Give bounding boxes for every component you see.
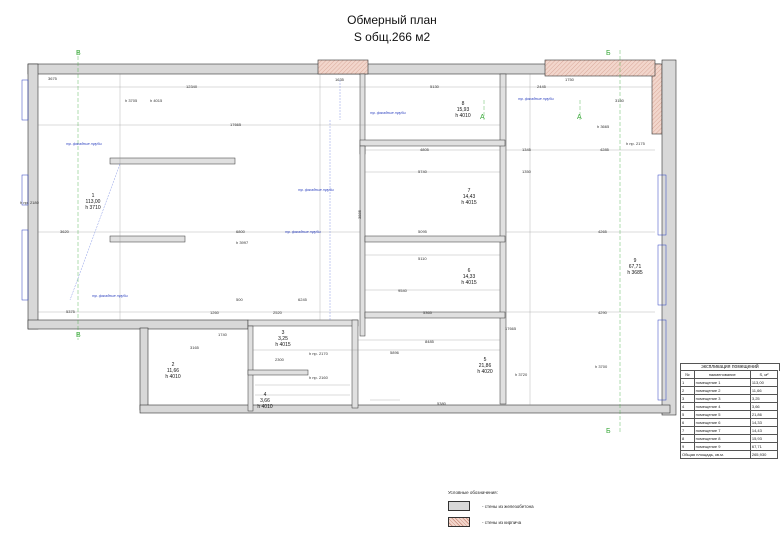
axis-label-mid: А: [480, 114, 485, 121]
dim-text: 5380: [437, 401, 446, 406]
dim-text: 1740: [218, 332, 227, 337]
dim-text: 4290: [598, 310, 607, 315]
dim-text: 9540: [398, 288, 407, 293]
dim-text: h 3720: [515, 372, 528, 377]
dim-text: 4805: [420, 147, 429, 152]
outer-walls: [27, 59, 677, 416]
stair-hatch: [255, 384, 400, 401]
dim-text: 2445: [537, 84, 546, 89]
dim-text: h 4015: [150, 98, 163, 103]
dim-text: 17665: [230, 122, 242, 127]
axis-label-top-left: В: [76, 50, 81, 57]
pipe-lines: [69, 80, 341, 320]
dim-text: 3885: [356, 210, 362, 219]
dim-text: 3150: [615, 98, 624, 103]
dim-text: 2300: [275, 357, 284, 362]
legend-item-concrete: - стены из железобетона: [448, 501, 534, 511]
pipe-note: тр. фасадные трубы: [298, 188, 334, 192]
axis-label-top-right: Б: [606, 50, 611, 57]
legend-item-brick: - стены из кирпича: [448, 517, 534, 527]
axis-label-bottom-right: Б: [606, 428, 611, 435]
legend-swatch-brick: [448, 517, 470, 527]
dim-text: h 3997: [236, 240, 249, 245]
pipe-note: тр. фасадные трубы: [66, 142, 102, 146]
dim-text: h пр. 2170: [309, 351, 328, 356]
dim-text: 3675: [48, 76, 57, 81]
dim-text: 5896: [390, 350, 399, 355]
dim-text: 1635: [335, 77, 344, 82]
table-header: № наименование S, м²: [680, 370, 779, 379]
pipe-note: тр. фасадные трубы: [285, 230, 321, 234]
dimension-lines: [38, 74, 655, 405]
dim-text: 6245: [298, 297, 307, 302]
interior-walls: [109, 73, 507, 412]
pipe-note: тр. фасадные трубы: [518, 97, 554, 101]
dim-text: 12340: [186, 84, 198, 89]
dim-text: 17665: [505, 326, 517, 331]
dim-text: 5130: [430, 84, 439, 89]
dim-text: h 3705: [125, 98, 138, 103]
dim-text: 1345: [522, 147, 531, 152]
dim-text: 4285: [600, 147, 609, 152]
dim-text: 5740: [418, 169, 427, 174]
pipe-note: тр. фасадные трубы: [370, 111, 406, 115]
dim-text: 1750: [565, 77, 574, 82]
dim-text: 2520: [273, 310, 282, 315]
axis-label-bottom-left: В: [76, 332, 81, 339]
dim-text: 5365: [423, 310, 432, 315]
dim-text: 5375: [66, 309, 75, 314]
legend-title: Условные обозначения:: [448, 490, 498, 495]
windows: [21, 79, 667, 401]
axis-label-mid-2: А: [577, 114, 582, 121]
plan-title-line2: S общ.266 м2: [353, 30, 431, 44]
legend-swatch-concrete: [448, 501, 470, 511]
dim-text: 3165: [190, 345, 199, 350]
axis-lines: [77, 50, 621, 432]
table-total-row: Общая площадь, кв.м.265,930: [680, 450, 779, 459]
dim-text: 1350: [522, 169, 531, 174]
dim-text: 4265: [598, 229, 607, 234]
legend: Условные обозначения: - стены из железоб…: [448, 490, 534, 527]
dim-text: 6800: [236, 229, 245, 234]
dim-text: h пр. 2160: [309, 375, 328, 380]
dim-text: 5095: [418, 229, 427, 234]
dim-text: 1260: [210, 310, 219, 315]
pipe-note: тр. фасадные трубы: [92, 294, 128, 298]
dim-text: h 3665: [597, 124, 610, 129]
explication-title: экспликация помещений: [680, 363, 780, 371]
dim-text: h пр. 2175: [626, 141, 645, 146]
dim-text: h 3700: [595, 364, 608, 369]
dim-text: h пр. 2180: [20, 200, 39, 205]
dim-text: 3620: [60, 229, 69, 234]
plan-title-line1: Обмерный план: [347, 13, 437, 27]
dim-text: 500: [236, 297, 243, 302]
dim-text: 8485: [425, 339, 434, 344]
dim-text: 5110: [418, 256, 427, 261]
